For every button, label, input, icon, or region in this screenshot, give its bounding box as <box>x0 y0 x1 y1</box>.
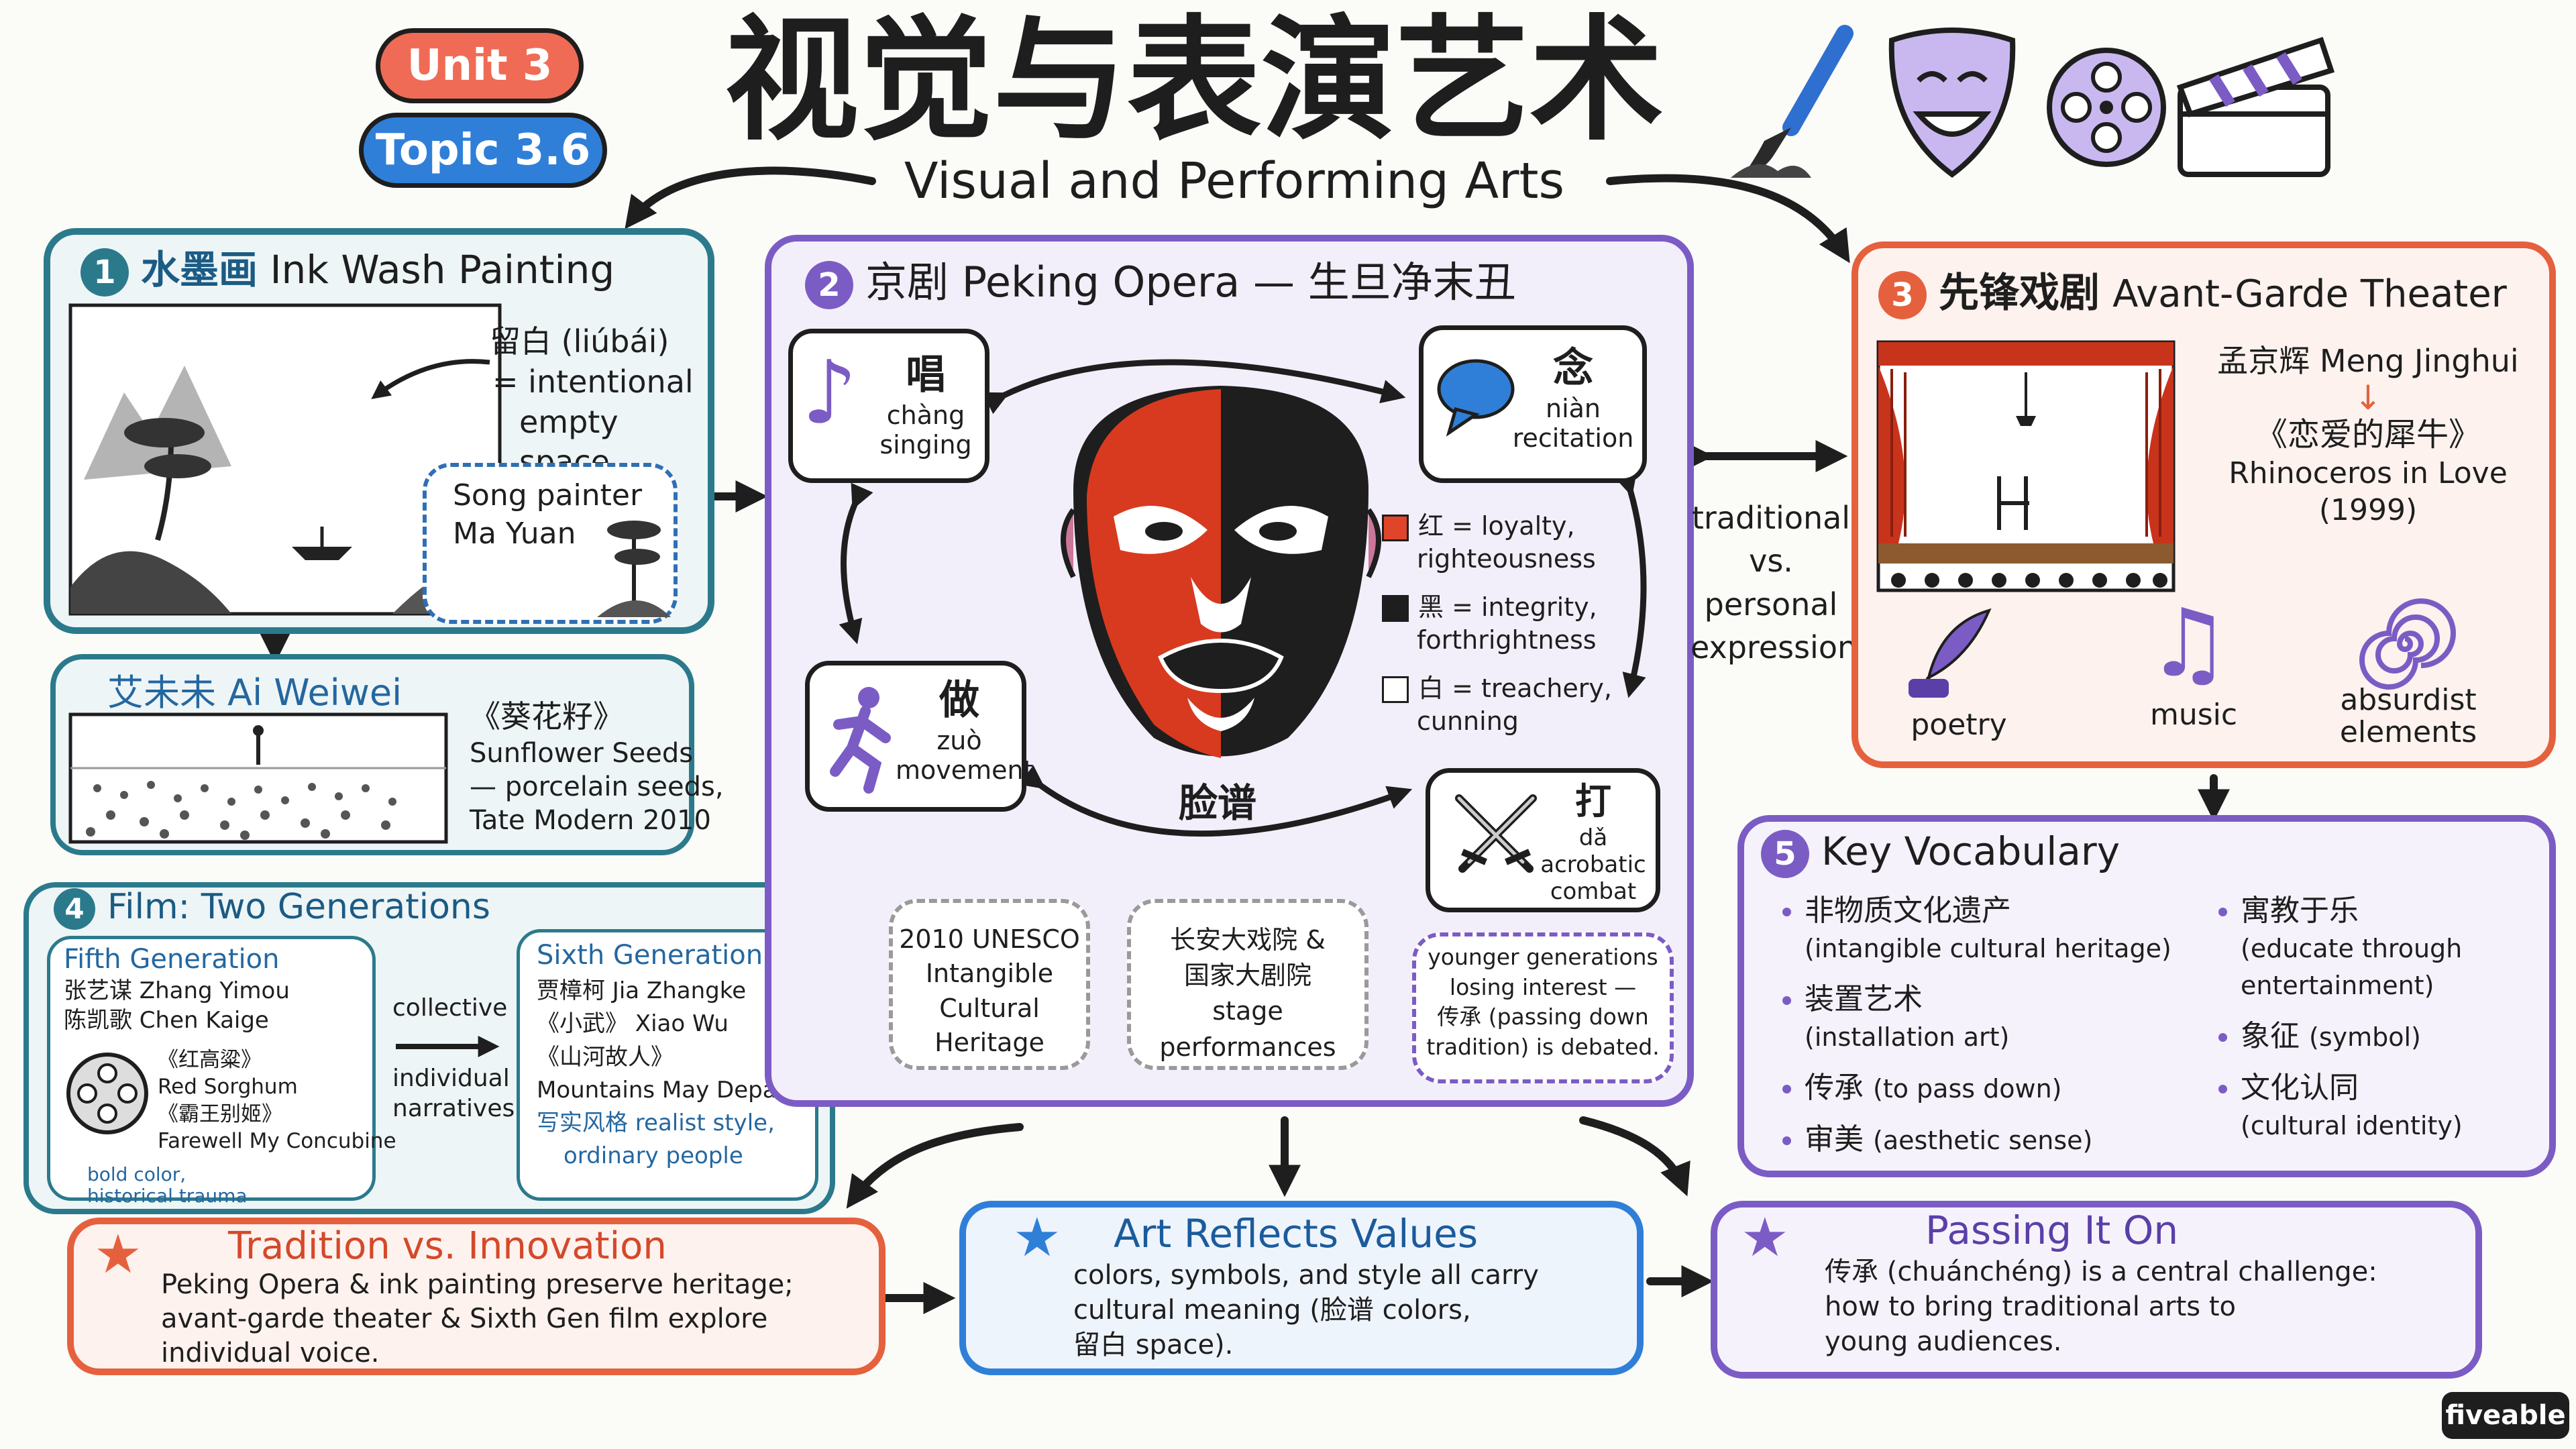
vocab-item: 传承 (to pass down) <box>1805 1069 2187 1106</box>
sunflower-seeds-image <box>68 712 448 844</box>
vocab-item: 非物质文化遗产(intangible cultural heritage) <box>1805 892 2187 966</box>
film-reel-icon <box>2047 48 2166 167</box>
topic-badge: Topic 3.6 <box>359 113 607 188</box>
spiral-icon <box>2359 598 2456 690</box>
pine-tree-icon <box>597 521 671 617</box>
poetry-label: poetry <box>1911 708 2007 742</box>
mask-label: 脸谱 <box>1178 780 1256 826</box>
red-swatch <box>1382 514 1409 541</box>
star-icon: ★ <box>94 1223 142 1285</box>
vocab-item: 装置艺术(installation art) <box>1805 981 2187 1055</box>
section-number: 2 <box>805 260 853 309</box>
tradition-vs-innovation-card <box>67 1218 885 1375</box>
aiweiwei-title: 艾未未 Ai Weiwei <box>107 672 402 714</box>
arrow-opera-to-tradition <box>846 1123 1024 1209</box>
white-swatch <box>1382 676 1409 704</box>
fifth-generation-text: Fifth Generation 张艺谋 Zhang Yimou 陈凯歌 Che… <box>64 944 290 1034</box>
film-arrow-top-label: collective <box>392 994 508 1022</box>
opera-skill-cycle-arrows <box>839 359 1647 837</box>
star-icon: ★ <box>1741 1206 1789 1269</box>
vocab-list-left: 非物质文化遗产(intangible cultural heritage) 装置… <box>1771 892 2187 1173</box>
fifth-generation-note: bold color, historical trauma <box>87 1163 248 1208</box>
section-number: 4 <box>54 888 95 930</box>
skill-chang-text: 唱 chàng singing <box>879 352 972 460</box>
passing-text: 传承 (chuánchéng) is a central challenge:h… <box>1825 1256 2377 1357</box>
section-number: 1 <box>80 248 129 297</box>
key-vocabulary-card <box>1737 815 2556 1177</box>
arrow-title-to-ink <box>625 166 876 229</box>
skill-nian <box>1419 325 1647 483</box>
legend-item-white: 白 = treachery, cunning <box>1382 672 1623 739</box>
skill-chang <box>788 329 989 483</box>
painter-text: Song painter Ma Yuan <box>453 478 643 551</box>
skill-zuo <box>805 661 1026 812</box>
star-icon: ★ <box>1013 1206 1061 1269</box>
skill-da-text: 打 dǎ acrobatic combat <box>1540 780 1646 905</box>
theater-bubble <box>1127 899 1368 1070</box>
tradition-text: Peking Opera & ink painting preserve her… <box>161 1269 794 1369</box>
passing-it-on-card <box>1711 1201 2482 1379</box>
drama-mask-icon <box>1888 28 2016 178</box>
fiveable-logo: fiveable <box>2442 1392 2569 1439</box>
vocab-item: 文化认同(cultural identity) <box>2241 1069 2542 1143</box>
page-subtitle: Visual and Performing Arts <box>904 152 1565 210</box>
arrow-title-to-avant <box>1606 174 1850 264</box>
theater-stage-image <box>1876 340 2176 592</box>
opera-face-mask-image <box>1061 386 1381 758</box>
fifth-generation-films: 《红高粱》 Red Sorghum 《霸王别姬》 Farewell My Con… <box>158 1048 396 1153</box>
music-label: music <box>2149 698 2238 732</box>
vocab-item: 象征 (symbol) <box>2241 1018 2542 1055</box>
black-swatch <box>1382 595 1409 623</box>
speech-bubble-icon <box>1437 359 1515 437</box>
arrow-to-empty-space <box>371 359 490 400</box>
skill-zuo-text: 做 zuò movement <box>896 677 1034 785</box>
page-title: 视觉与表演艺术 <box>724 1 1664 159</box>
values-title: Art Reflects Values <box>1114 1211 1479 1256</box>
section-number: 5 <box>1761 829 1809 878</box>
paintbrush-icon <box>1731 25 1854 178</box>
vocab-item: 审美 (aesthetic sense) <box>1805 1121 2187 1158</box>
down-arrow-icon: ↓ <box>2354 378 2382 417</box>
color-legend: 红 = loyalty, righteousness 黑 = integrity… <box>1382 510 1623 738</box>
unit-badge: Unit 3 <box>376 28 584 103</box>
legend-item-black: 黑 = integrity, forthrightness <box>1382 591 1623 657</box>
arrow-opera-to-passing <box>1579 1116 1690 1197</box>
music-note-double-icon: ♫ <box>2147 589 2231 698</box>
art-reflects-values-card <box>959 1201 1644 1375</box>
film-reel-small-icon <box>66 1053 148 1134</box>
liubai-label: 留白 (liúbái) = intentional empty space <box>490 323 694 480</box>
unesco-bubble <box>889 899 1090 1070</box>
film-arrow-bottom-label: individual narratives <box>392 1065 515 1122</box>
crossed-swords-icon <box>1455 794 1537 873</box>
tradition-title: Tradition vs. Innovation <box>228 1224 667 1268</box>
running-figure-icon <box>830 687 891 794</box>
avant-garde-details: 孟京辉 Meng Jinghui ↓ 《恋爱的犀牛》 Rhinoceros in… <box>2194 342 2542 529</box>
section-number: 3 <box>1878 271 1927 320</box>
skill-nian-text: 念 niàn recitation <box>1512 345 1634 453</box>
passing-title: Passing It On <box>1925 1208 2179 1253</box>
clapperboard-icon <box>2176 36 2335 177</box>
legend-item-red: 红 = loyalty, righteousness <box>1382 510 1623 576</box>
skill-da <box>1426 768 1660 912</box>
music-note-icon: ♪ <box>802 341 857 443</box>
debate-bubble <box>1412 932 1674 1083</box>
aiweiwei-text: 《葵花籽》 Sunflower Seeds — porcelain seeds,… <box>470 698 724 836</box>
quill-pen-icon <box>1909 608 1992 698</box>
film-generation-arrow <box>396 1036 500 1057</box>
sixth-generation-text: Sixth Generation 贾樟柯 Jia Zhangke 《小武》 Xi… <box>537 940 795 1170</box>
